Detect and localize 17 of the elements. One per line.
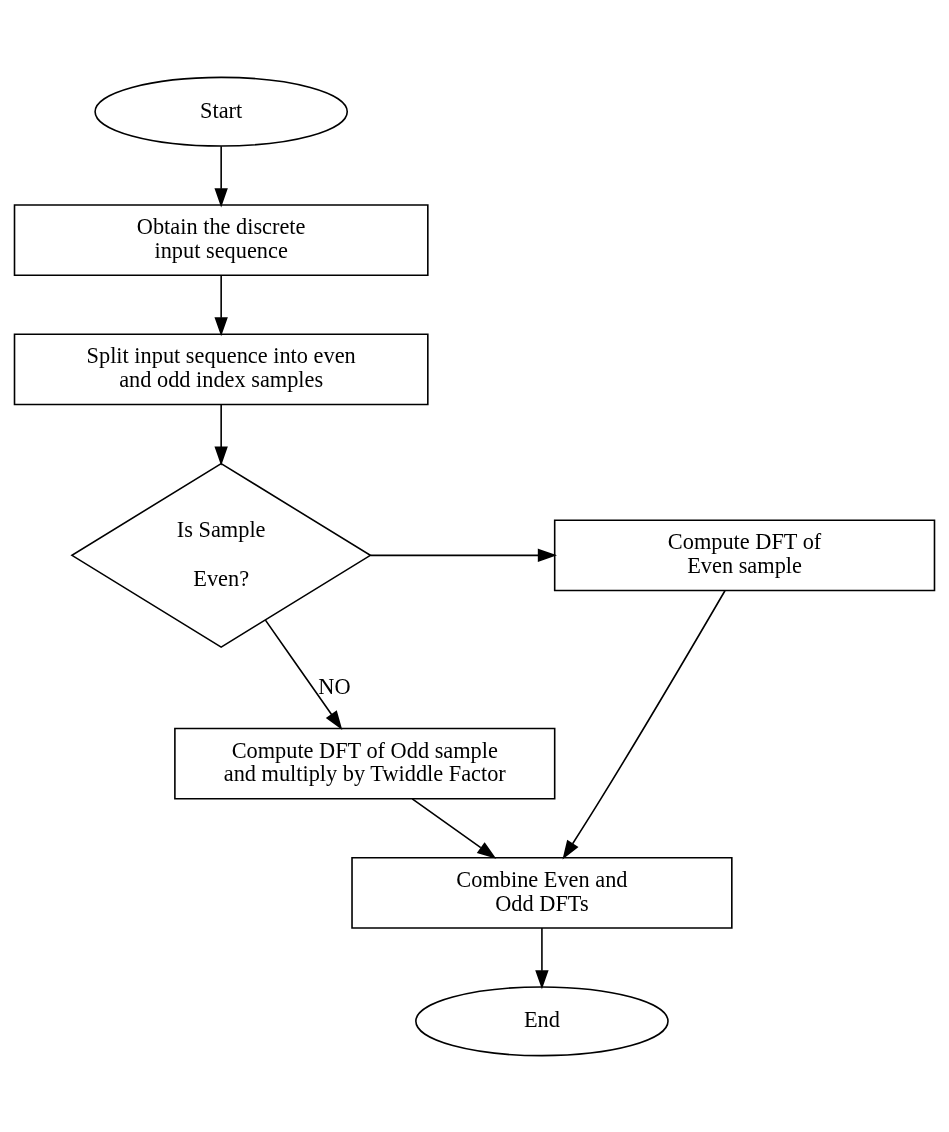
arrow — [214, 144, 228, 207]
arrow — [264, 618, 343, 730]
arrow — [214, 274, 228, 336]
edge-label: NO — [318, 673, 351, 699]
arrow — [535, 926, 549, 989]
node-box: Combine Even and Odd DFTs — [351, 856, 733, 929]
node-diamond: Is Sample Even? — [70, 462, 372, 648]
node-box: Obtain the discrete input sequence — [13, 203, 429, 276]
node-box: Split input sequence into even and odd index samples — [13, 333, 429, 405]
arrow — [214, 403, 228, 466]
node-box: Compute DFT of Odd sample and multiply by Twiddle Factor — [174, 727, 556, 799]
node-ellipse: End — [415, 985, 669, 1056]
arrow — [562, 589, 726, 860]
arrow — [411, 797, 497, 859]
arrow — [369, 548, 557, 562]
node-ellipse: Start — [94, 76, 349, 147]
node-box: Compute DFT of Even sample — [553, 518, 936, 591]
